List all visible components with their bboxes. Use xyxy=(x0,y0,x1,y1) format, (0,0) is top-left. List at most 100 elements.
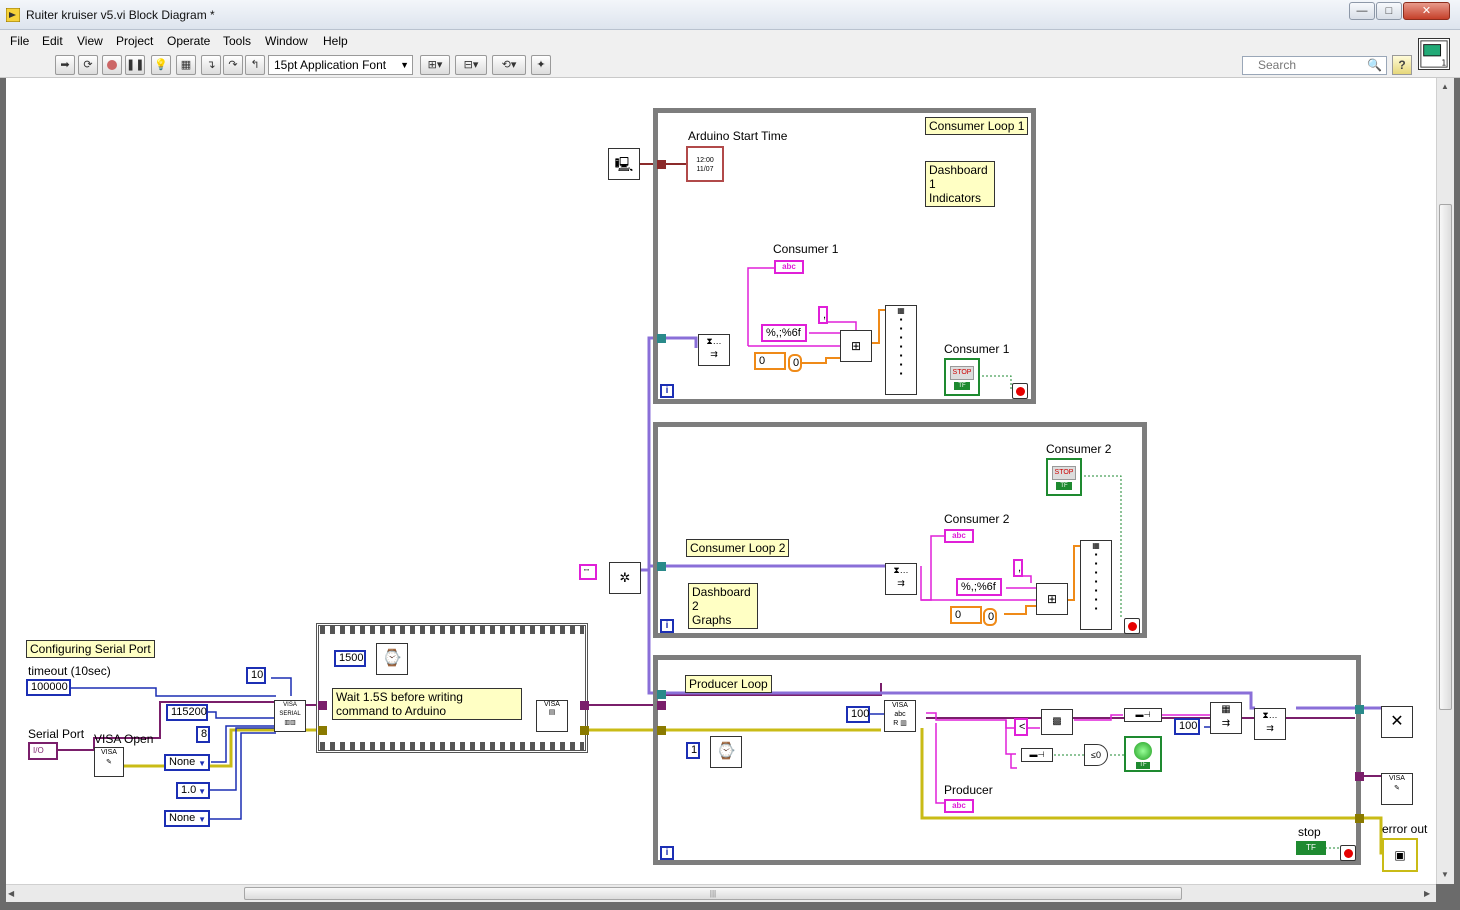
run-continuously-icon[interactable]: ⟳ xyxy=(78,55,98,75)
consumer-1-index-array-node[interactable]: ▦▪▪▪▪▪▪▪ xyxy=(885,305,917,395)
dashboard-2-comment[interactable]: Dashboard 2 Graphs xyxy=(688,583,758,629)
queue-size-constant[interactable]: 100 xyxy=(1174,718,1200,735)
consumer-1-stop-terminal[interactable] xyxy=(1012,383,1028,399)
consumer-1-format-string[interactable]: %,;%6f xyxy=(761,324,807,342)
producer-loop-frame[interactable] xyxy=(653,655,1361,865)
baud-rate-constant[interactable]: 115200 xyxy=(166,704,208,721)
context-help-button[interactable]: ? xyxy=(1392,55,1412,75)
consumer-2-format-string[interactable]: %,;%6f xyxy=(956,578,1002,596)
menu-project[interactable]: Project xyxy=(116,34,154,48)
consumer-2-string-indicator[interactable]: abc xyxy=(944,529,974,543)
clean-up-diagram-icon[interactable]: ✦ xyxy=(531,55,551,75)
maximize-button[interactable]: □ xyxy=(1376,2,1402,20)
abort-icon[interactable] xyxy=(102,55,122,75)
producer-compare-node[interactable]: ≤0 xyxy=(1084,744,1108,766)
step-over-icon[interactable]: ↷ xyxy=(223,55,243,75)
visa-close-node[interactable]: VISA✎ xyxy=(1381,773,1413,805)
menu-view[interactable]: View xyxy=(77,34,103,48)
consumer-1-spreadsheet-to-array-node[interactable]: ⊞ xyxy=(840,330,872,362)
producer-boolean-led[interactable]: TF xyxy=(1124,736,1162,772)
parity-ring[interactable]: None xyxy=(164,754,210,771)
consumer-1-delimiter[interactable]: , xyxy=(818,306,828,324)
producer-enqueue-node[interactable]: ▦⇉ xyxy=(1210,702,1242,734)
producer-wait-constant[interactable]: 1 xyxy=(686,742,700,759)
consumer-2-spreadsheet-to-array-node[interactable]: ⊞ xyxy=(1036,583,1068,615)
consumer-2-delimiter[interactable]: , xyxy=(1013,559,1023,577)
consumer-1-dbl-a[interactable]: 0 xyxy=(754,352,786,370)
flow-control-ring[interactable]: None xyxy=(164,810,210,827)
consumer-1-stop-button[interactable]: STOP TF xyxy=(944,358,980,396)
producer-loop-comment[interactable]: Producer Loop xyxy=(685,675,772,693)
termchar-constant[interactable]: 10 xyxy=(246,667,266,684)
horizontal-scrollbar[interactable]: ◀ ||| ▶ xyxy=(6,884,1436,902)
scroll-down-icon[interactable]: ▼ xyxy=(1441,870,1449,879)
step-into-icon[interactable]: ↴ xyxy=(201,55,221,75)
consumer-2-index-array-node[interactable]: ▦▪▪▪▪▪▪▪ xyxy=(1080,540,1112,630)
reorder-icon[interactable]: ⟲▾ xyxy=(492,55,526,75)
menu-window[interactable]: Window xyxy=(265,34,308,48)
consumer-1-string-indicator[interactable]: abc xyxy=(774,260,804,274)
align-objects-icon[interactable]: ⊞▾ xyxy=(420,55,450,75)
consumer-2-stop-terminal[interactable] xyxy=(1124,618,1140,634)
minimize-button[interactable]: — xyxy=(1349,2,1375,20)
consumer-loop-2-frame[interactable] xyxy=(653,422,1147,638)
producer-string-length-node[interactable]: ▬⊣ xyxy=(1021,748,1053,762)
consumer-2-stop-button[interactable]: STOP TF xyxy=(1046,458,1082,496)
distribute-objects-icon[interactable]: ⊟▾ xyxy=(455,55,487,75)
producer-stop-terminal[interactable] xyxy=(1340,845,1356,861)
search-input[interactable]: Search🔍 xyxy=(1242,56,1387,75)
get-date-time-node[interactable]: 🖳 xyxy=(608,148,640,180)
producer-lt-constant[interactable]: < xyxy=(1014,718,1028,736)
block-diagram-canvas[interactable]: Configuring Serial Port timeout (10sec) … xyxy=(6,78,1436,884)
timeout-constant[interactable]: 100000 xyxy=(26,679,71,696)
pause-icon[interactable]: ❚❚ xyxy=(125,55,145,75)
data-bits-constant[interactable]: 8 xyxy=(196,726,210,743)
consumer-1-dequeue-node[interactable]: ⧗…⇉ xyxy=(698,334,730,366)
consumer-2-dequeue-node[interactable]: ⧗…⇉ xyxy=(885,563,917,595)
menu-edit[interactable]: Edit xyxy=(42,34,63,48)
error-out-indicator[interactable]: ▣ xyxy=(1382,838,1418,872)
consumer-loop-1-frame[interactable] xyxy=(653,108,1036,404)
arduino-start-time-indicator[interactable]: 12:00 11/07 xyxy=(686,146,724,182)
menu-operate[interactable]: Operate xyxy=(167,34,211,48)
close-button[interactable]: ✕ xyxy=(1403,2,1450,20)
release-queue-node[interactable]: ⧗…⇉ xyxy=(1254,708,1286,740)
scroll-right-icon[interactable]: ▶ xyxy=(1424,889,1431,898)
magnifier-icon[interactable]: 🔍 xyxy=(1367,58,1382,72)
producer-string-indicator[interactable]: abc xyxy=(944,799,974,813)
highlight-execution-icon[interactable]: 💡 xyxy=(151,55,171,75)
visa-write-node[interactable]: VISA▤ xyxy=(536,700,568,732)
config-comment[interactable]: Configuring Serial Port xyxy=(26,640,155,658)
producer-search-split-node[interactable]: ▩ xyxy=(1041,709,1073,735)
producer-string-subset-node[interactable]: ▬⊣ xyxy=(1124,708,1162,722)
consumer-2-dbl-b[interactable]: 0 xyxy=(983,608,997,626)
vertical-scrollbar[interactable]: ▲ ▼ xyxy=(1436,78,1454,884)
sequence-comment[interactable]: Wait 1.5S before writing command to Ardu… xyxy=(332,688,522,720)
consumer-loop-2-comment[interactable]: Consumer Loop 2 xyxy=(686,539,790,557)
menu-file[interactable]: File xyxy=(10,34,30,48)
scroll-up-icon[interactable]: ▲ xyxy=(1441,82,1449,91)
vertical-scroll-thumb[interactable] xyxy=(1439,204,1452,710)
serial-port-control[interactable]: I/O xyxy=(28,742,58,760)
dashboard-1-comment[interactable]: Dashboard 1 Indicators xyxy=(925,161,995,207)
retain-wire-values-icon[interactable]: ▦ xyxy=(176,55,196,75)
consumer-1-dbl-b[interactable]: 0 xyxy=(788,354,802,372)
read-count-constant[interactable]: 100 xyxy=(846,706,870,723)
menu-help[interactable]: Help xyxy=(323,34,348,48)
horizontal-scroll-thumb[interactable]: ||| xyxy=(244,887,1182,900)
stop-bits-ring[interactable]: 1.0 xyxy=(176,782,210,799)
visa-open-node[interactable]: VISA✎ xyxy=(94,747,124,777)
queue-name-constant[interactable]: "" xyxy=(579,564,597,580)
obtain-queue-node[interactable]: ✲ xyxy=(609,562,641,594)
scroll-left-icon[interactable]: ◀ xyxy=(8,889,15,898)
release-queue-final-node[interactable]: ✕ xyxy=(1381,706,1413,738)
vi-connector-icon[interactable]: 1 xyxy=(1418,38,1450,70)
wait-ms-icon[interactable]: ⌚ xyxy=(376,643,408,675)
producer-wait-icon[interactable]: ⌚ xyxy=(710,736,742,768)
producer-stop-control[interactable]: TF xyxy=(1296,841,1326,855)
font-select[interactable]: 15pt Application Font▼ xyxy=(268,55,413,75)
run-arrow-icon[interactable]: ➡ xyxy=(55,55,75,75)
menu-tools[interactable]: Tools xyxy=(223,34,252,48)
